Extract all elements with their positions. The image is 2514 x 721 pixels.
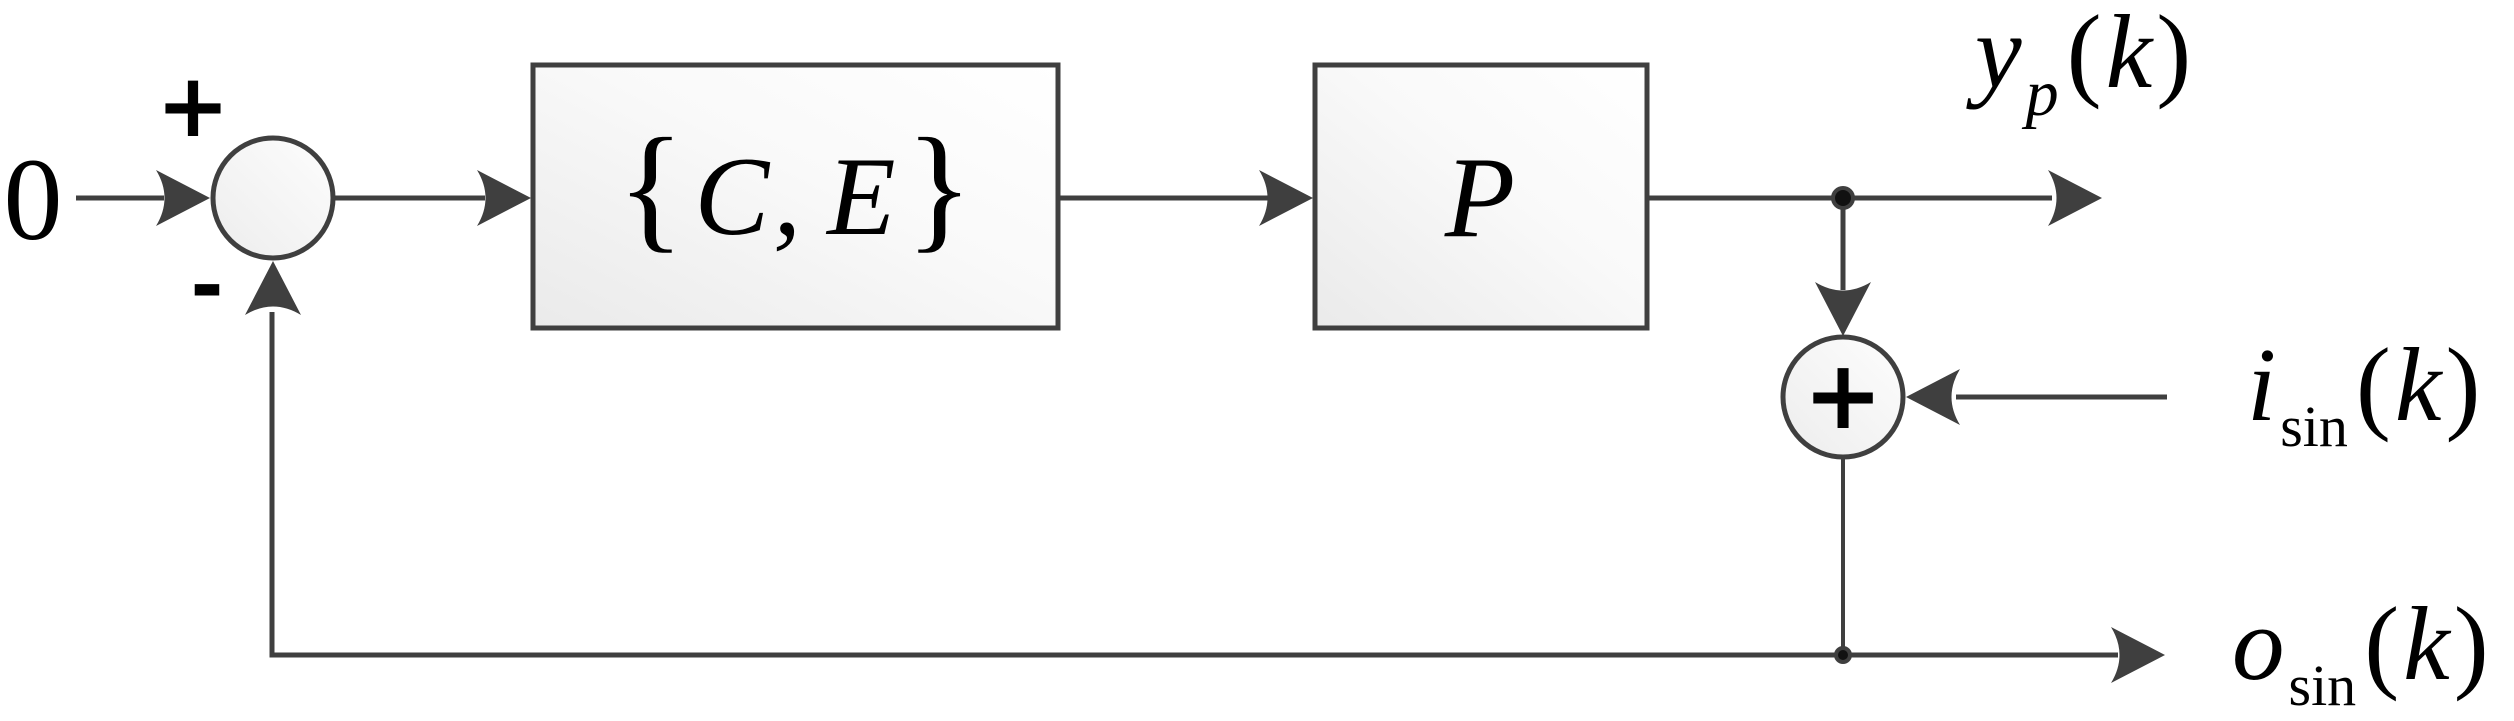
output-bottom-paren-close: ) bbox=[2454, 585, 2489, 702]
plant-block bbox=[1312, 62, 1650, 331]
arrowhead-into-sum2-right bbox=[1906, 369, 1960, 425]
arrowhead-into-controller bbox=[477, 170, 531, 226]
output-bottom-base: o bbox=[2232, 585, 2285, 702]
output-bottom-arg: k bbox=[2403, 585, 2452, 702]
input-right-label: i sin ( k ) bbox=[2247, 326, 2480, 459]
arrowhead-into-sum1 bbox=[156, 170, 210, 226]
controller-label: { C , E } bbox=[617, 110, 973, 265]
output-bottom-sub: sin bbox=[2289, 653, 2357, 718]
controller-brace-close: } bbox=[906, 110, 973, 265]
output-bottom-label: o sin ( k ) bbox=[2232, 585, 2489, 718]
output-top-base: y bbox=[1966, 0, 2022, 110]
wire-feedback-and-bottom-output bbox=[269, 312, 2118, 658]
sum1-plus-sign: + bbox=[156, 54, 230, 157]
sum2-plus-sign: + bbox=[1803, 341, 1883, 451]
sum1-minus-sign: - bbox=[190, 239, 223, 332]
arrowhead-into-sum2-top bbox=[1815, 282, 1871, 336]
controller-brace-open: { bbox=[617, 110, 684, 265]
input-right-sub: sin bbox=[2280, 394, 2348, 459]
output-top-label: y p ( k ) bbox=[1966, 0, 2191, 130]
input-right-paren-close: ) bbox=[2445, 326, 2480, 443]
output-top-paren-open: ( bbox=[2067, 0, 2102, 110]
controller-comma: , bbox=[773, 135, 801, 259]
arrowhead-output-top bbox=[2048, 170, 2102, 226]
sum-junction-1 bbox=[210, 135, 336, 261]
sum-junction-2 bbox=[1780, 334, 1906, 460]
output-top-paren-close: ) bbox=[2156, 0, 2191, 110]
controller-block bbox=[530, 62, 1061, 331]
tap-dot-bottom bbox=[1834, 646, 1852, 664]
input-right-arg: k bbox=[2395, 326, 2444, 443]
controller-term2: E bbox=[825, 135, 895, 259]
arrowhead-feedback-into-sum1 bbox=[245, 261, 301, 315]
zero-input-label: 0 bbox=[4, 134, 63, 265]
arrowhead-output-bottom bbox=[2111, 627, 2165, 683]
input-right-paren-open: ( bbox=[2356, 326, 2391, 443]
controller-term1: C bbox=[694, 135, 770, 259]
tap-dot-top bbox=[1831, 186, 1855, 210]
plant-label: P bbox=[1444, 134, 1515, 261]
output-top-sub: p bbox=[2022, 57, 2059, 130]
output-top-arg: k bbox=[2106, 0, 2155, 110]
input-right-base: i bbox=[2247, 326, 2276, 443]
output-bottom-paren-open: ( bbox=[2364, 585, 2399, 702]
